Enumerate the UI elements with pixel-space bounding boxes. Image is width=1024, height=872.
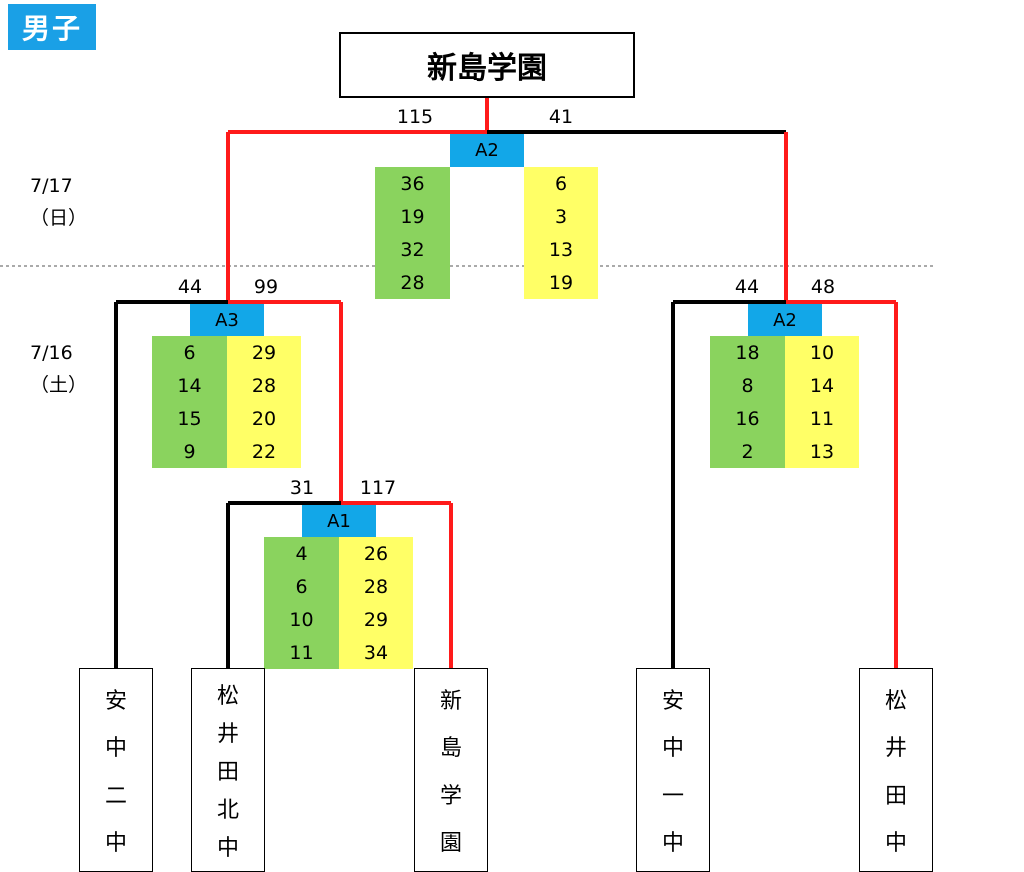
semi-day-label: （土） xyxy=(30,374,88,396)
quarter-score: 4 xyxy=(295,542,308,565)
final-left-total: 115 xyxy=(396,106,434,128)
quarter-score: 11 xyxy=(289,641,314,664)
team-box-annaka-1: 安 中 一 中 xyxy=(636,668,710,872)
semi-date-label: 7/16 xyxy=(30,342,73,364)
quarter-score: 29 xyxy=(363,608,389,631)
quarter-score: 19 xyxy=(548,271,574,294)
first-left-quarters: 4 6 10 11 xyxy=(264,537,339,669)
first-right-quarters: 26 28 29 34 xyxy=(339,537,413,669)
team-box-matsuida: 松 井 田 中 xyxy=(859,668,933,872)
quarter-score: 22 xyxy=(251,440,277,463)
quarter-score: 10 xyxy=(289,608,314,631)
champion-box: 新島学園 xyxy=(339,32,635,98)
quarter-score: 9 xyxy=(183,440,196,463)
quarter-score: 28 xyxy=(251,374,277,397)
quarter-score: 20 xyxy=(251,407,277,430)
team-box-annaka-2: 安 中 二 中 xyxy=(79,668,153,872)
team-char: 園 xyxy=(439,831,462,857)
team-box-matsuidakita: 松 井 田 北 中 xyxy=(191,668,265,872)
team-char: 松 xyxy=(884,688,907,714)
quarter-score: 34 xyxy=(363,641,389,664)
quarter-score: 28 xyxy=(363,575,389,598)
first-court: A1 xyxy=(302,505,376,537)
quarter-score: 13 xyxy=(548,238,574,261)
team-char: 中 xyxy=(661,736,684,762)
team-char: 松 xyxy=(216,684,239,709)
team-char: 一 xyxy=(661,783,684,809)
team-char: 井 xyxy=(884,736,907,762)
team-char: 安 xyxy=(661,688,684,714)
team-char: 中 xyxy=(216,836,239,861)
quarter-score: 10 xyxy=(809,341,835,364)
quarter-score: 6 xyxy=(295,575,308,598)
quarter-score: 11 xyxy=(809,407,835,430)
quarter-score: 14 xyxy=(177,374,202,397)
semi-right-court: A2 xyxy=(748,304,822,336)
team-char: 中 xyxy=(884,831,907,857)
final-day-label: （日） xyxy=(30,207,88,229)
quarter-score: 6 xyxy=(554,172,568,195)
team-char: 新 xyxy=(439,688,462,714)
team-box-niijima: 新 島 学 園 xyxy=(414,668,488,872)
semi-right-left-quarters: 18 8 16 2 xyxy=(710,336,785,468)
semi-left-left-quarters: 6 14 15 9 xyxy=(152,336,227,468)
quarter-score: 18 xyxy=(735,341,760,364)
final-right-quarters: 6 3 13 19 xyxy=(524,167,598,299)
quarter-score: 14 xyxy=(809,374,835,397)
team-char: 二 xyxy=(104,783,127,809)
quarter-score: 32 xyxy=(400,238,425,261)
quarter-score: 15 xyxy=(177,407,202,430)
semi-right-right-total: 48 xyxy=(810,276,836,298)
quarter-score: 3 xyxy=(554,205,568,228)
quarter-score: 28 xyxy=(400,271,425,294)
team-char: 田 xyxy=(884,783,907,809)
team-char: 学 xyxy=(439,783,462,809)
quarter-score: 29 xyxy=(251,341,277,364)
quarter-score: 2 xyxy=(741,440,754,463)
team-char: 島 xyxy=(439,736,462,762)
quarter-score: 13 xyxy=(809,440,835,463)
semi-right-left-total: 44 xyxy=(734,276,760,298)
team-char: 中 xyxy=(104,736,127,762)
semi-left-court: A3 xyxy=(190,304,264,336)
quarter-score: 16 xyxy=(735,407,760,430)
team-char: 井 xyxy=(216,722,239,747)
semi-left-right-total: 99 xyxy=(253,276,279,298)
quarter-score: 36 xyxy=(400,172,425,195)
quarter-score: 26 xyxy=(363,542,389,565)
final-right-total: 41 xyxy=(548,106,574,128)
final-date: 7/17 （日） xyxy=(30,170,87,234)
first-left-total: 31 xyxy=(289,477,315,499)
team-char: 中 xyxy=(104,831,127,857)
semi-left-left-total: 44 xyxy=(177,276,203,298)
first-right-total: 117 xyxy=(359,477,397,499)
final-court: A2 xyxy=(450,134,524,167)
team-char: 安 xyxy=(104,688,127,714)
quarter-score: 8 xyxy=(741,374,754,397)
quarter-score: 19 xyxy=(400,205,425,228)
semi-right-right-quarters: 10 14 11 13 xyxy=(785,336,859,468)
team-char: 田 xyxy=(216,760,239,785)
category-tag: 男子 xyxy=(8,4,96,50)
final-left-quarters: 36 19 32 28 xyxy=(375,167,450,299)
semi-left-right-quarters: 29 28 20 22 xyxy=(227,336,301,468)
semi-date: 7/16 （土） xyxy=(30,337,87,401)
team-char: 中 xyxy=(661,831,684,857)
final-date-label: 7/17 xyxy=(30,175,73,197)
quarter-score: 6 xyxy=(183,341,196,364)
team-char: 北 xyxy=(216,798,239,823)
